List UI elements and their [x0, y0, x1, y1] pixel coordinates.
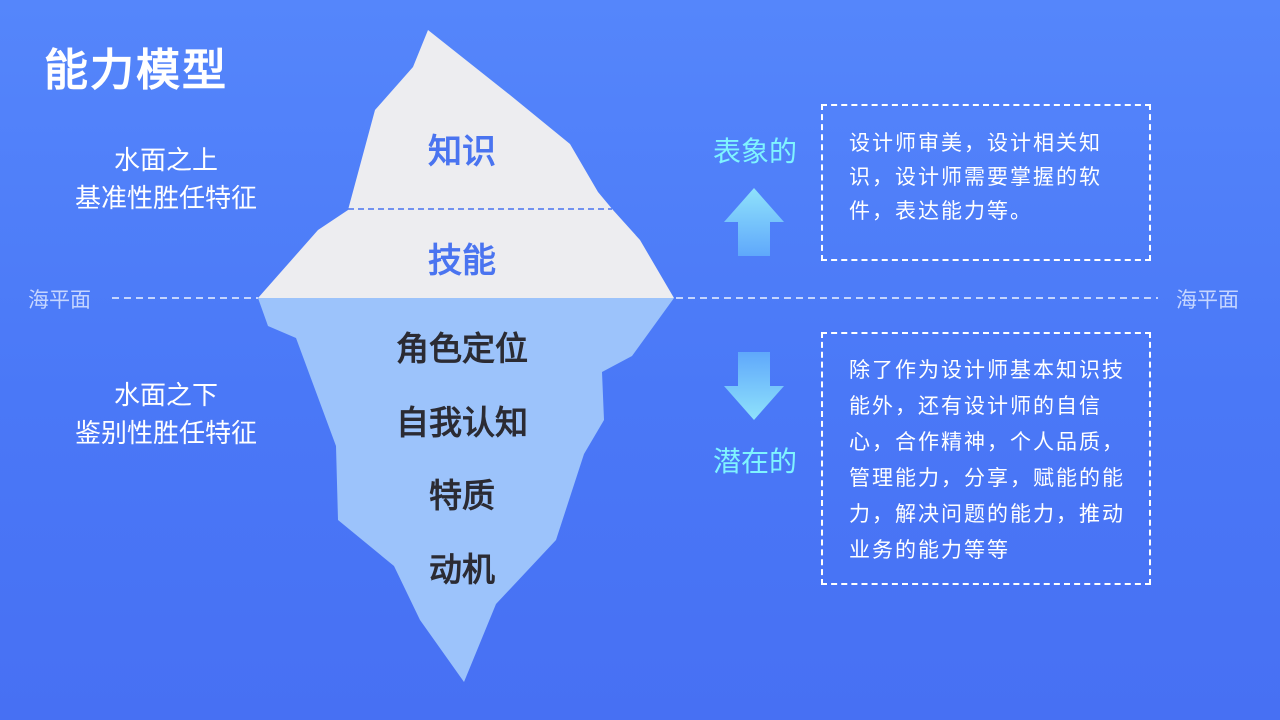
iceberg-item-skill: 技能 — [428, 241, 496, 281]
above-water-label: 水面之上 基准性胜任特征 — [16, 142, 316, 218]
iceberg-above-water — [258, 30, 674, 298]
sea-level-label-right: 海平面 — [1176, 288, 1239, 312]
iceberg-item-knowledge: 知识 — [428, 132, 496, 172]
iceberg-item-motivation: 动机 — [429, 550, 495, 589]
arrow-down-icon — [724, 352, 784, 420]
iceberg-item-role: 角色定位 — [396, 329, 528, 368]
latent-description-box: 除了作为设计师基本知识技能外，还有设计师的自信心，合作精神，个人品质，管理能力，… — [821, 332, 1151, 585]
surface-description-box: 设计师审美，设计相关知识，设计师需要掌握的软件，表达能力等。 — [821, 104, 1151, 261]
surface-label: 表象的 — [712, 135, 797, 168]
above-water-label-line1: 水面之上 — [113, 146, 218, 176]
below-water-label-line2: 鉴别性胜任特征 — [74, 419, 257, 449]
surface-description-text: 设计师审美，设计相关知识，设计师需要掌握的软件，表达能力等。 — [849, 131, 1102, 223]
latent-description-text: 除了作为设计师基本知识技能外，还有设计师的自信心，合作精神，个人品质，管理能力，… — [849, 358, 1125, 562]
above-water-label-line2: 基准性胜任特征 — [74, 184, 257, 214]
iceberg-item-self-awareness: 自我认知 — [396, 403, 528, 442]
below-water-label-line1: 水面之下 — [113, 381, 218, 411]
iceberg-underwater — [258, 298, 674, 682]
sea-level-label-left: 海平面 — [28, 288, 91, 312]
iceberg-item-traits: 特质 — [429, 476, 495, 515]
arrow-up-icon — [724, 188, 784, 256]
latent-label: 潜在的 — [712, 445, 797, 478]
below-water-label: 水面之下 鉴别性胜任特征 — [16, 377, 316, 453]
page-title: 能力模型 — [44, 45, 228, 96]
